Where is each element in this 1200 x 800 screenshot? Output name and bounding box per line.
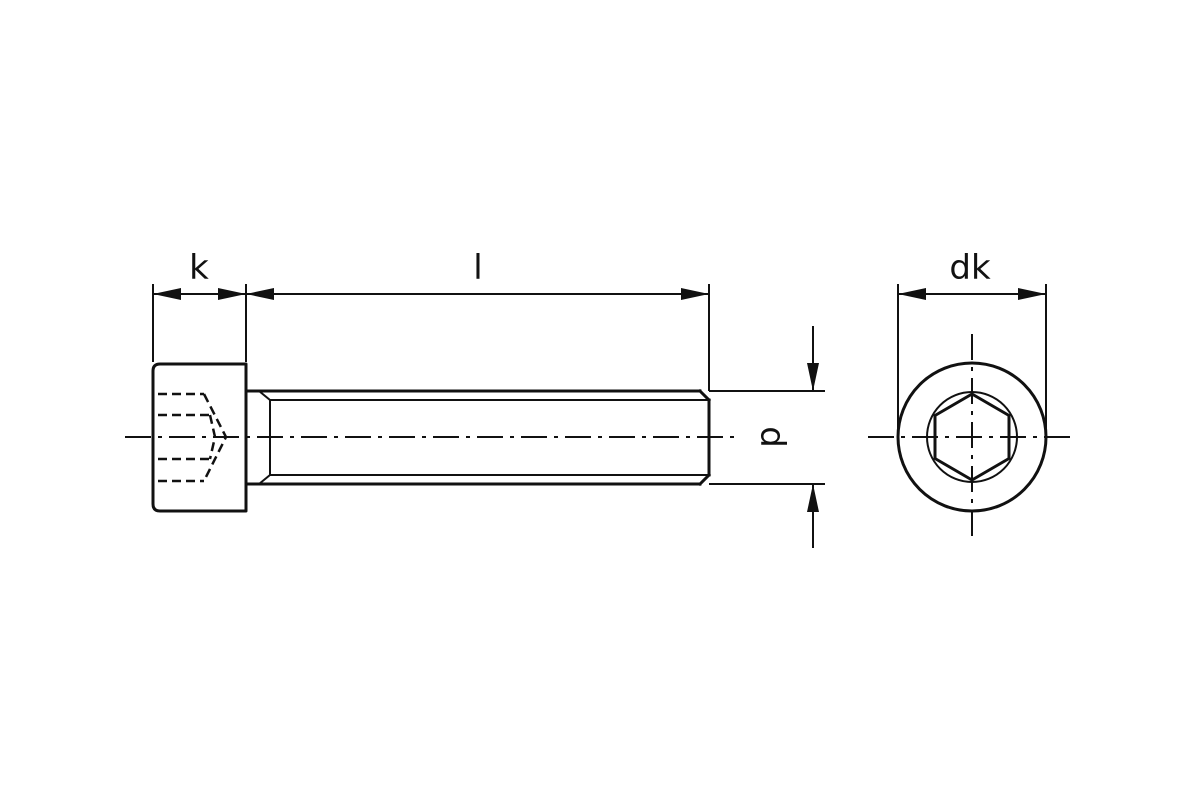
head-circle <box>896 361 1048 513</box>
end-view: dk <box>868 248 1076 542</box>
dimension-k: k <box>152 248 247 362</box>
label-d: d <box>752 426 792 448</box>
hex-socket <box>933 392 1011 482</box>
dimension-l: l <box>246 248 710 391</box>
label-k: k <box>189 248 209 288</box>
label-dk: dk <box>949 248 991 288</box>
hex-socket-hidden-lines <box>158 392 228 483</box>
dimension-dk: dk <box>897 248 1047 430</box>
screw-shank <box>244 388 712 487</box>
screw-head <box>151 362 248 513</box>
label-l: l <box>473 248 482 288</box>
side-view: k l d <box>125 248 825 548</box>
socket-circle <box>926 391 1018 483</box>
dimension-d: d <box>709 326 825 548</box>
